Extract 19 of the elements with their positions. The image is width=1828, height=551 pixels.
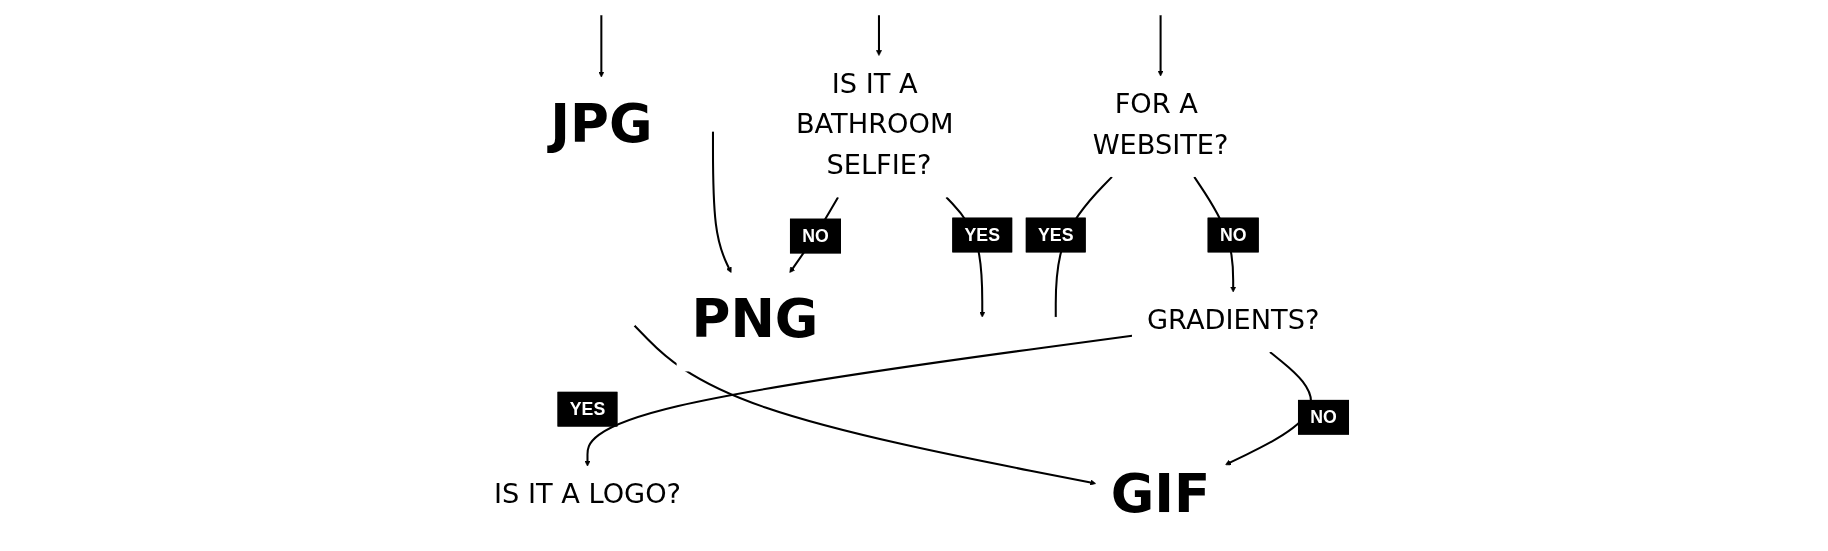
node-text: GIF [1110, 462, 1211, 524]
arrow [584, 334, 1133, 467]
edge-label: YES [1038, 224, 1074, 245]
node-text: PNG [691, 288, 819, 350]
node-text: IS IT A BATHROOM SELFIE? [795, 67, 954, 181]
edge-label: YES [569, 398, 606, 420]
node-text: FOR A WEBSITE? [1092, 87, 1229, 160]
arrow [598, 14, 605, 78]
node-text: GRADIENTS? [1147, 303, 1320, 336]
arrow [1157, 14, 1164, 77]
edge-label: NO [1310, 406, 1337, 428]
edge-label: YES [964, 224, 1000, 245]
arrow [875, 14, 882, 57]
edge-label: NO [802, 225, 829, 246]
node-text: JPG [550, 92, 653, 155]
arrow [633, 324, 1097, 486]
edge-label: NO [1219, 224, 1247, 245]
arrow [711, 131, 732, 274]
node-text: IS IT A LOGO? [493, 477, 682, 510]
